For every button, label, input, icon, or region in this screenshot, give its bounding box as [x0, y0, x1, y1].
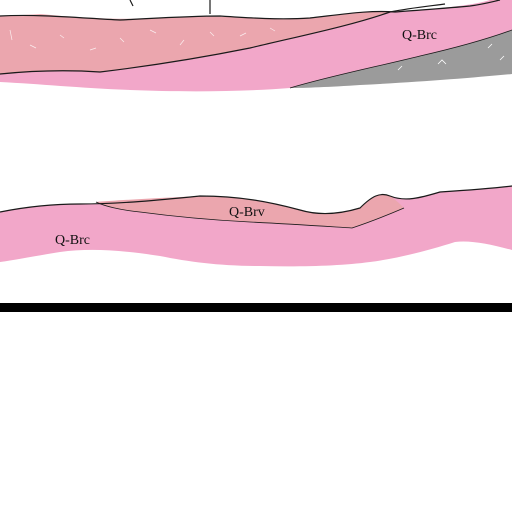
lower-surface-line — [0, 185, 512, 215]
lower-brv-contact — [95, 201, 405, 229]
upper-surface-line — [0, 0, 501, 21]
upper-label-brc: Q-Brc — [402, 28, 437, 43]
upper-cross-section: Q-Brc — [0, 0, 512, 92]
upper-gray-contact — [289, 29, 512, 89]
upper-sky — [0, 0, 512, 19]
lower-brc-unit — [0, 186, 512, 267]
upper-contact-line — [0, 3, 446, 75]
base-bar — [0, 303, 512, 312]
lower-cross-section: Q-Brv Q-Brc — [0, 185, 512, 267]
lower-label-brc: Q-Brc — [55, 233, 90, 248]
upper-gray-texture — [397, 43, 505, 71]
lower-label-brv: Q-Brv — [229, 205, 265, 220]
lower-brv-unit — [96, 194, 404, 228]
upper-brv-texture — [9, 27, 276, 51]
upper-sky-left — [0, 0, 120, 16]
upper-tick-1 — [129, 0, 134, 7]
